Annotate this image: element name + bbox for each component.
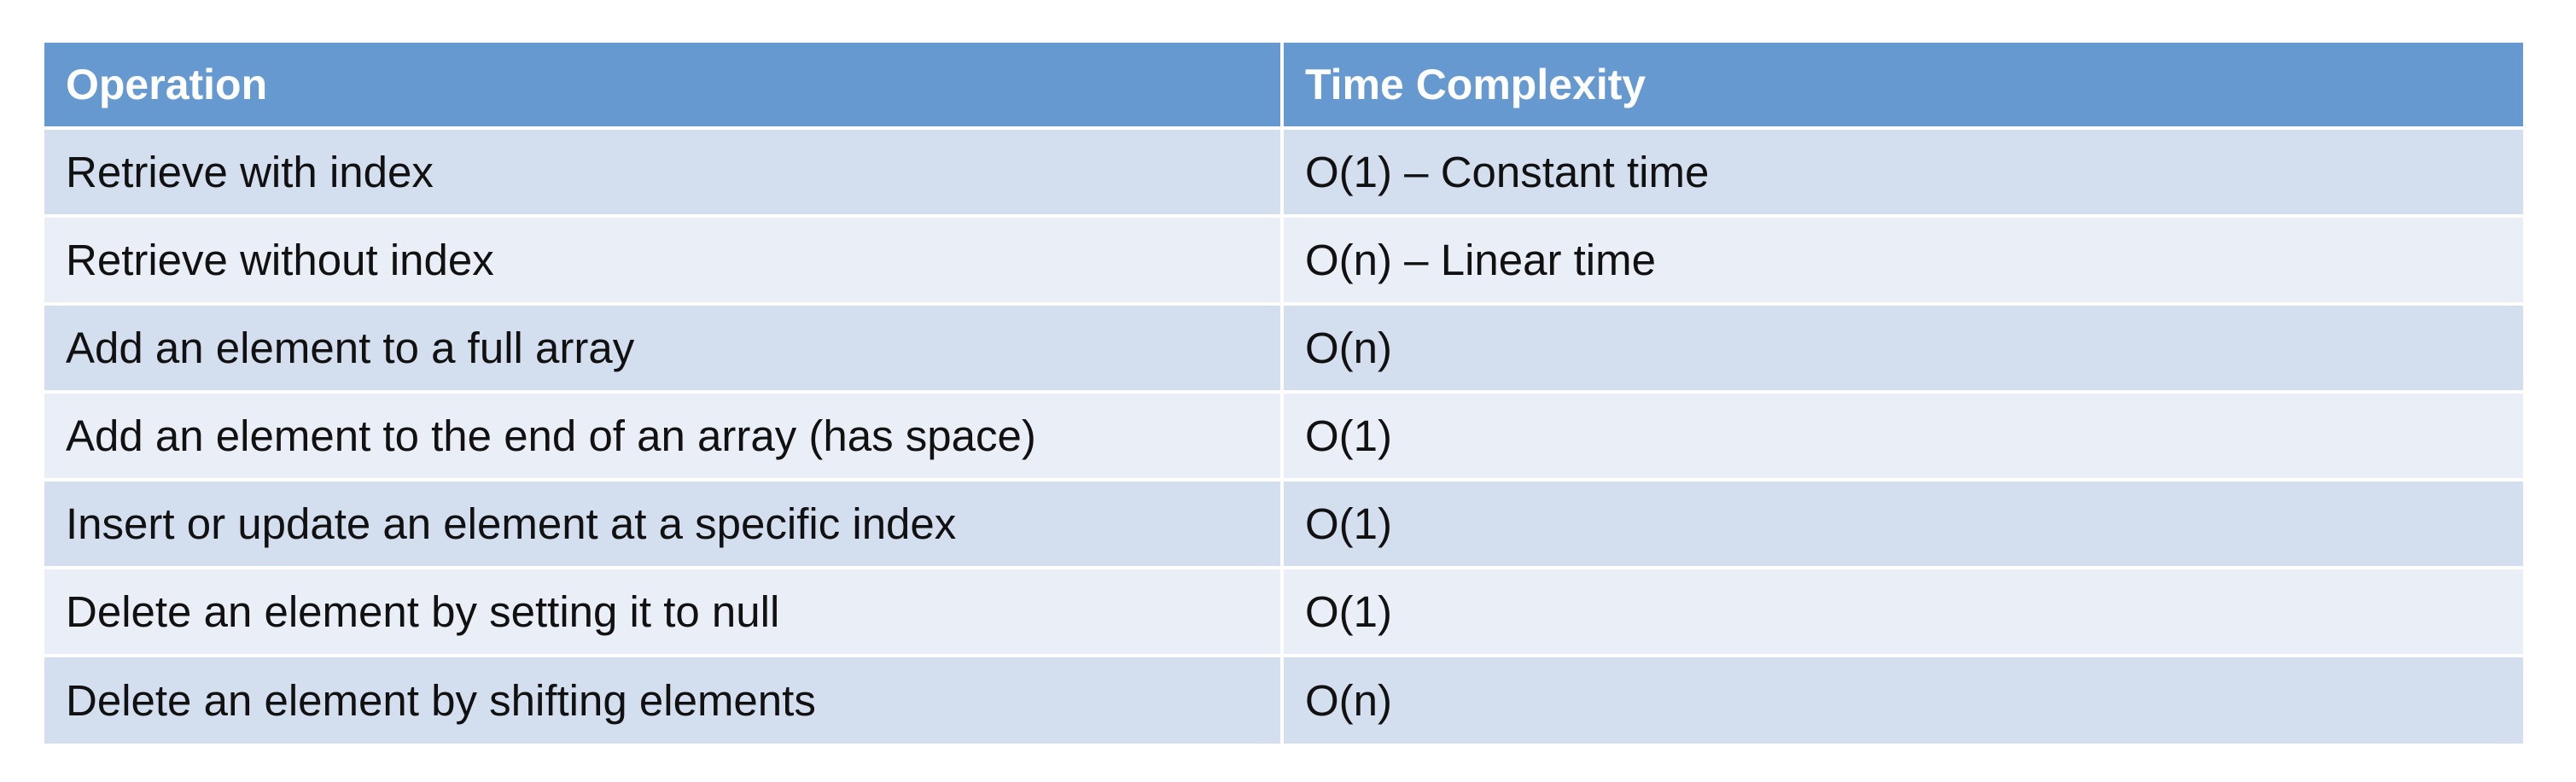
complexity-cell: O(1) – Constant time [1280,126,2523,218]
table-header-row: Operation Time Complexity [44,43,2523,130]
table-row: Insert or update an element at a specifi… [44,478,2523,569]
complexity-table-container: Operation Time Complexity Retrieve with … [44,43,2523,744]
operation-cell: Delete an element by setting it to null [44,566,1284,657]
complexity-cell: O(n) [1280,302,2523,394]
complexity-table: Operation Time Complexity Retrieve with … [44,43,2523,744]
operation-cell: Retrieve with index [44,126,1284,218]
complexity-cell: O(n) [1280,654,2523,744]
header-time-complexity: Time Complexity [1280,43,2523,130]
table-row: Retrieve with index O(1) – Constant time [44,126,2523,218]
table-row: Retrieve without index O(n) – Linear tim… [44,214,2523,306]
operation-cell: Add an element to a full array [44,302,1284,394]
table-row: Delete an element by shifting elements O… [44,654,2523,744]
complexity-cell: O(1) [1280,478,2523,569]
operation-cell: Retrieve without index [44,214,1284,306]
header-operation: Operation [44,43,1284,130]
complexity-cell: O(n) – Linear time [1280,214,2523,306]
table-row: Add an element to a full array O(n) [44,302,2523,394]
operation-cell: Delete an element by shifting elements [44,654,1284,744]
complexity-cell: O(1) [1280,390,2523,481]
operation-cell: Add an element to the end of an array (h… [44,390,1284,481]
table-row: Add an element to the end of an array (h… [44,390,2523,481]
table-row: Delete an element by setting it to null … [44,566,2523,657]
operation-cell: Insert or update an element at a specifi… [44,478,1284,569]
complexity-cell: O(1) [1280,566,2523,657]
